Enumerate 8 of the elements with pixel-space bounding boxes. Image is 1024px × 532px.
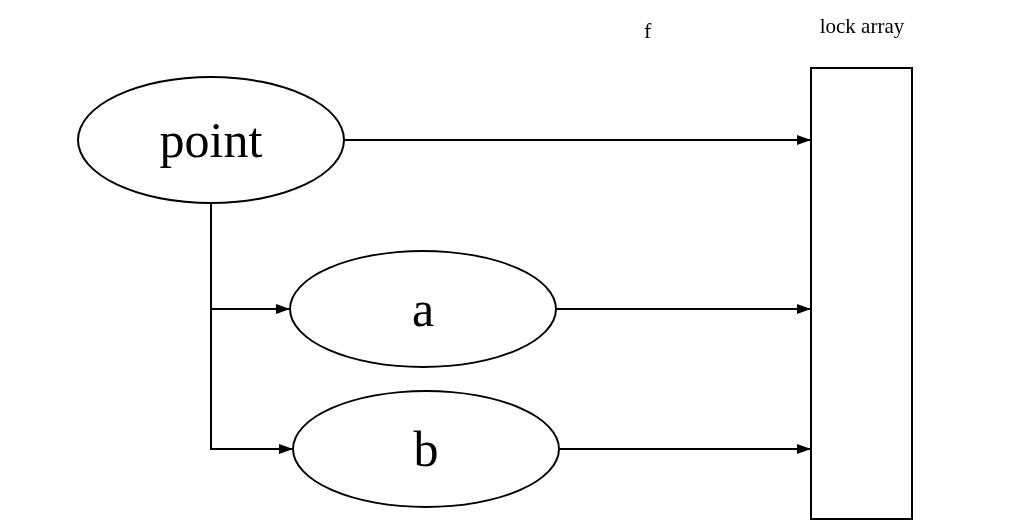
array-heading: lock array bbox=[818, 13, 906, 40]
arrow bbox=[556, 304, 811, 314]
node-label: a bbox=[411, 284, 435, 334]
node-label: b bbox=[413, 424, 439, 474]
note-label: f bbox=[644, 17, 652, 45]
arrow bbox=[344, 135, 811, 145]
arrow bbox=[559, 444, 811, 454]
arrow bbox=[210, 203, 293, 454]
